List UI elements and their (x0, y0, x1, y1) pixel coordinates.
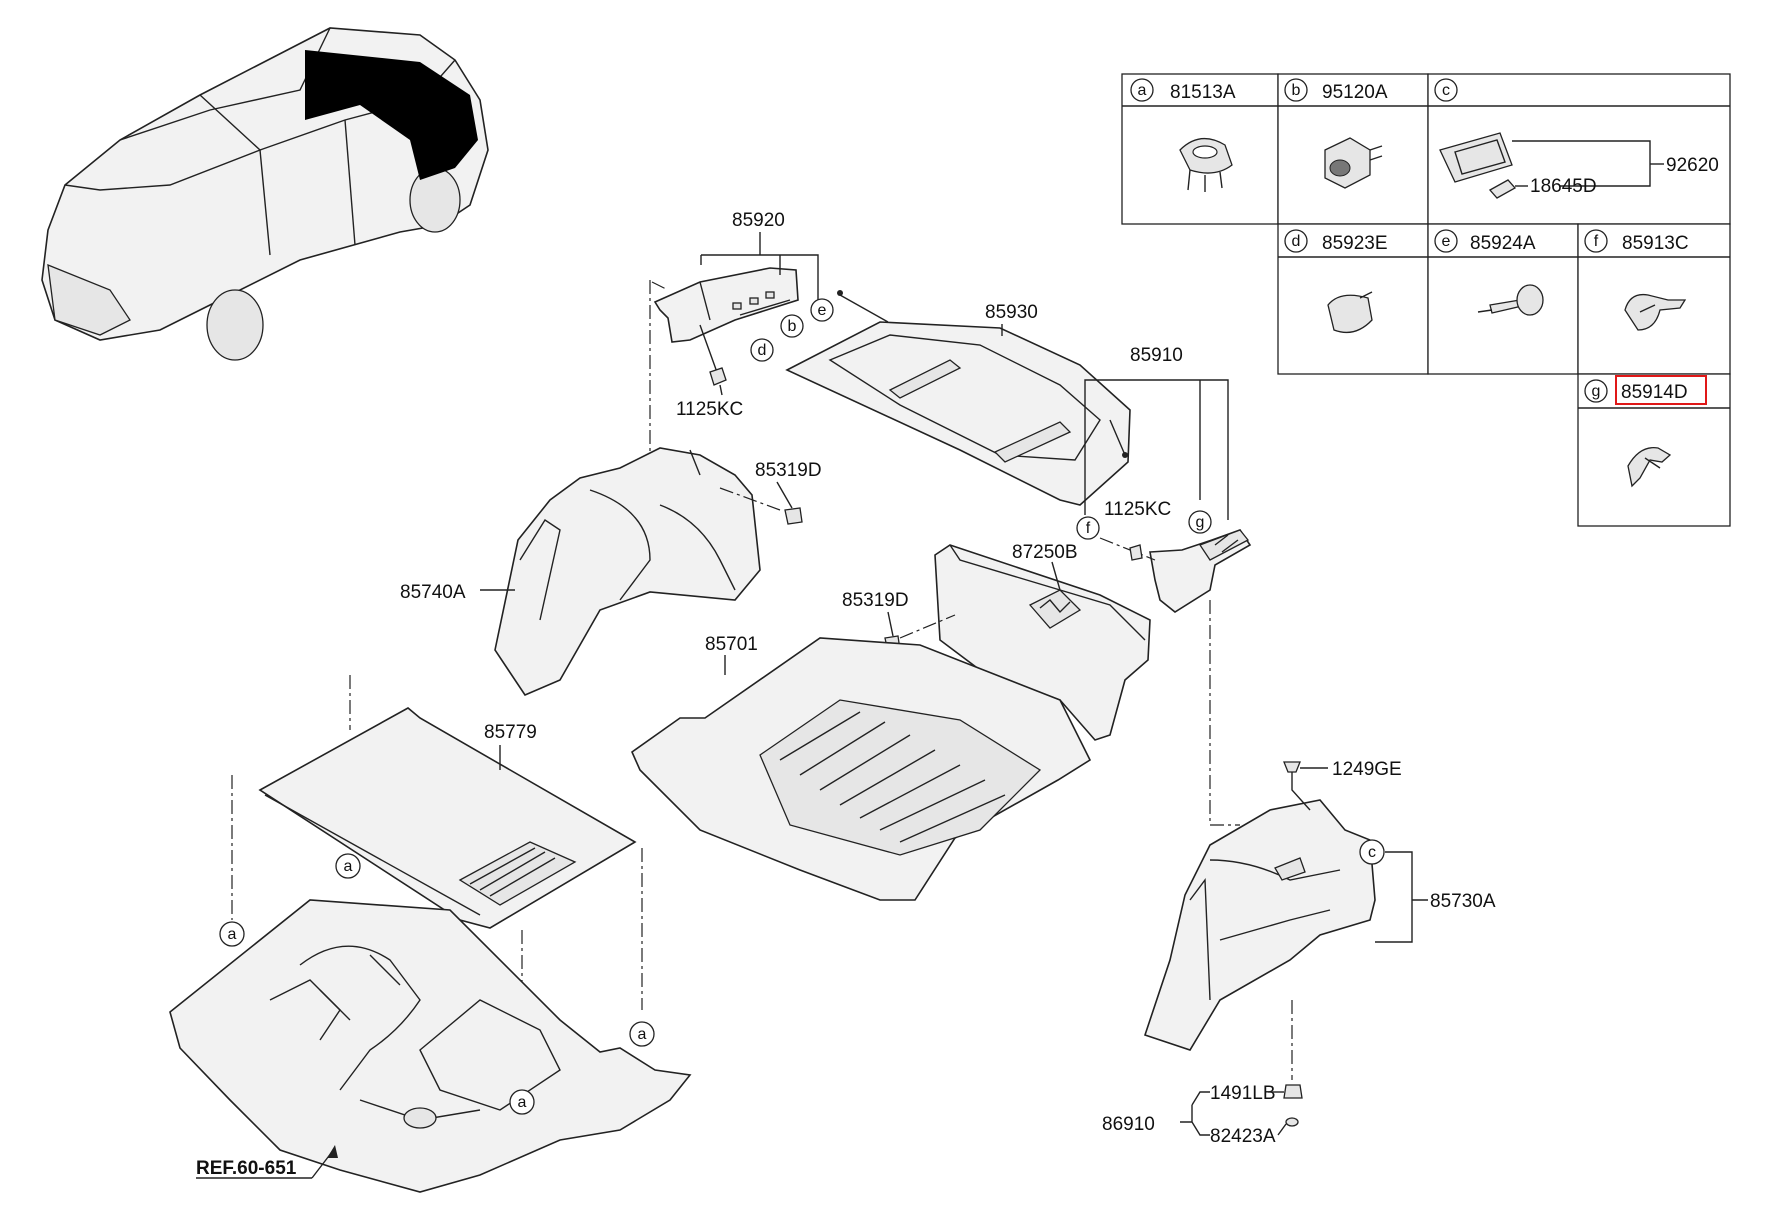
legend-sub-part-number: 92620 (1666, 155, 1719, 176)
legend-part-number: 81513A (1170, 82, 1236, 103)
part-85910-group: 85910 (1084, 345, 1252, 825)
callout-85319d: 85319D (842, 590, 909, 611)
clip-81513a-icon (1179, 138, 1233, 192)
callout-87250b: 87250B (1012, 542, 1078, 563)
legend-part-number: 85924A (1470, 233, 1536, 254)
fastener-85924a-icon (1477, 284, 1544, 316)
legend-letter: e (1442, 233, 1451, 250)
callout-letter: b (788, 318, 797, 335)
legend-letter-circle (1434, 229, 1458, 253)
callout-85730a: 85730A (1430, 891, 1496, 912)
car-illustration (41, 27, 489, 361)
callout-ref: REF.60-651 (196, 1158, 297, 1179)
callout-85930: 85930 (985, 302, 1038, 323)
legend-letter-circle (1434, 78, 1458, 102)
socket-95120a-icon (1324, 137, 1383, 189)
part-87250b-sill: 87250B 85319D (842, 542, 1151, 741)
callout-85910: 85910 (1130, 345, 1183, 366)
part-85701-mat: 85701 (631, 634, 1092, 901)
legend-letter-circle (1284, 229, 1308, 253)
callout-letter: f (1086, 520, 1091, 537)
part-85730a-trim: 1249GE 85730A 1491LB 86910 82423A (1102, 759, 1496, 1147)
callout-85740a: 85740A (400, 582, 466, 603)
legend-sub-part-number: 18645D (1530, 176, 1597, 197)
legend-part-number: 85923E (1322, 233, 1388, 254)
legend-letter-circle (1584, 379, 1608, 403)
part-85740a-trim: 85740A 85319D (400, 447, 822, 696)
legend-table: a 81513A b 95120A c d 85923E e 85924A f … (1121, 73, 1731, 527)
legend-letter: a (1138, 82, 1147, 99)
plug-85923e-icon (1327, 291, 1373, 334)
callout-85319d: 85319D (755, 460, 822, 481)
clip-85914d-icon (1627, 446, 1672, 488)
part-85930-shelf: 85930 (785, 290, 1131, 506)
callout-letter: a (518, 1094, 527, 1111)
callout-letter: d (758, 342, 767, 359)
legend-part-number: 85913C (1622, 233, 1689, 254)
legend-letter: c (1442, 82, 1450, 99)
callout-1249ge: 1249GE (1332, 759, 1402, 780)
legend-letter: f (1594, 233, 1599, 250)
callout-1125kc: 1125KC (1104, 499, 1171, 520)
highlight-box (1615, 375, 1707, 405)
legend-part-number: 95120A (1322, 82, 1388, 103)
callout-letter: g (1196, 514, 1205, 531)
legend-part-number-highlighted[interactable]: 85914D (1621, 382, 1688, 403)
callout-85779: 85779 (484, 722, 537, 743)
callout-letter: a (228, 926, 237, 943)
callout-85920: 85920 (732, 210, 785, 231)
callout-letter: e (818, 302, 827, 319)
callout-letter: a (344, 858, 353, 875)
legend-letter-circle (1284, 78, 1308, 102)
lamp-92620-icon: 92620 18645D (1439, 132, 1719, 199)
part-85920-bracket: 85920 1125KC (649, 210, 819, 508)
callout-1125kc: 1125KC (676, 399, 743, 420)
legend-letter-circle (1130, 78, 1154, 102)
part-85779-cover: 85779 (231, 675, 643, 1080)
legend-letter: g (1592, 383, 1601, 400)
legend-letter: b (1292, 82, 1301, 99)
callout-letter: c (1368, 844, 1376, 861)
callout-1491lb: 1491LB (1210, 1083, 1276, 1104)
legend-letter: d (1292, 233, 1301, 250)
callout-82423a: 82423A (1210, 1126, 1276, 1147)
part-floor-pan: REF.60-651 (169, 899, 692, 1193)
legend-letter-circle (1584, 229, 1608, 253)
clip-85913c-icon (1624, 293, 1687, 331)
callout-85701: 85701 (705, 634, 758, 655)
callout-letter: a (638, 1026, 647, 1043)
callout-86910: 86910 (1102, 1114, 1155, 1135)
